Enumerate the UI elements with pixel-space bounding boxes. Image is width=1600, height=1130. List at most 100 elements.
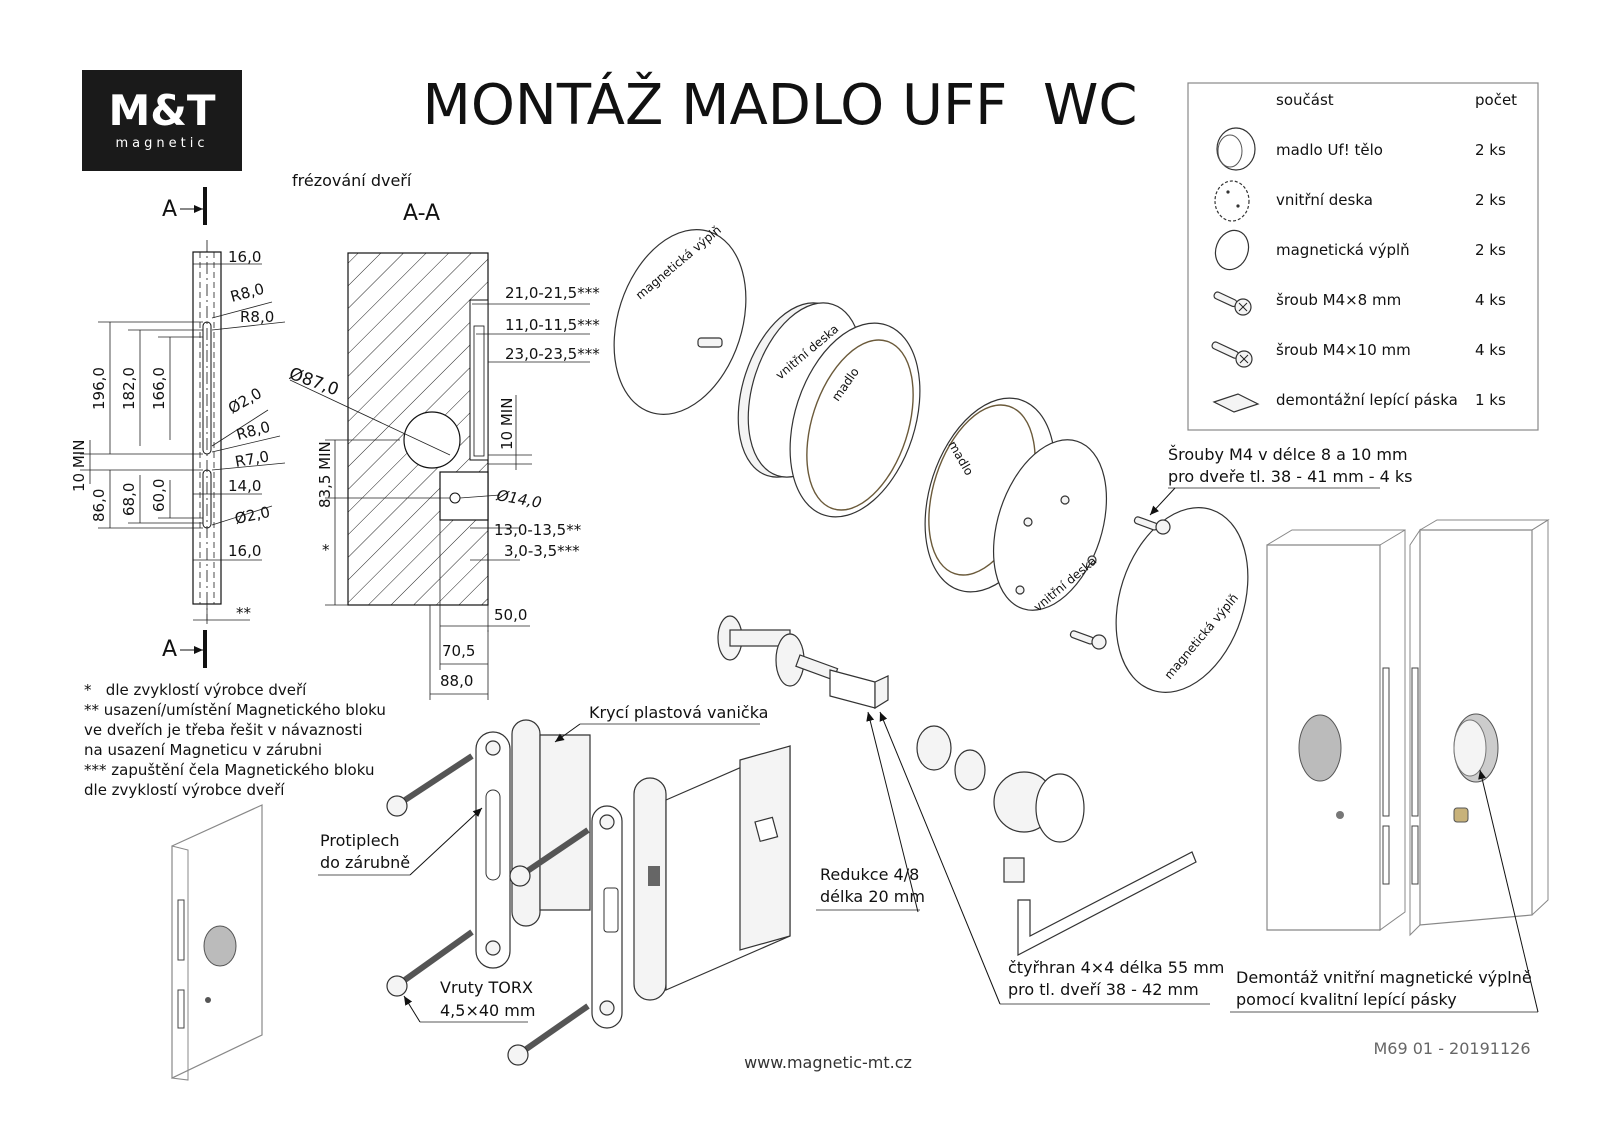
dim-88: 88,0 bbox=[440, 672, 473, 690]
dim-83-5-min: 83,5 MIN bbox=[316, 441, 334, 508]
parts-row-name: vnitřní deska bbox=[1276, 191, 1373, 209]
escutcheon-rose bbox=[916, 725, 1085, 843]
dim-phi2-b: Ø2,0 bbox=[233, 503, 272, 528]
callout-strike: Protiplech do zárubně bbox=[318, 807, 483, 876]
hex-key bbox=[1003, 851, 1197, 956]
parts-row-count: 4 ks bbox=[1475, 341, 1506, 359]
parts-row-name: šroub M4×10 mm bbox=[1276, 341, 1411, 359]
parts-row-name: demontážní lepící páska bbox=[1276, 391, 1458, 409]
tape-icon bbox=[1212, 393, 1260, 413]
callout-screws-line1: Šrouby M4 v délce 8 a 10 mm bbox=[1168, 445, 1408, 464]
dim-11: 11,0-11,5*** bbox=[505, 316, 600, 334]
door-illustration-small bbox=[171, 804, 263, 1081]
dim-r8-c: R8,0 bbox=[234, 418, 272, 444]
callout-reducer-line1: Redukce 4/8 bbox=[820, 865, 919, 884]
parts-row-count: 2 ks bbox=[1475, 141, 1506, 159]
torx-screw bbox=[507, 1003, 590, 1066]
dim-86: 86,0 bbox=[90, 489, 108, 522]
callout-cover-text: Krycí plastová vanička bbox=[589, 703, 768, 722]
magnetic-filler-icon bbox=[1214, 229, 1250, 271]
section-a-a: frézování dveří A-A Ø87,0 21,0-21,5*** 1… bbox=[286, 171, 600, 700]
note-4: na usazení Magneticu v zárubni bbox=[84, 741, 322, 759]
dim-60: 60,0 bbox=[150, 479, 168, 512]
callout-cover: Krycí plastová vanička bbox=[554, 703, 768, 743]
torx-screw bbox=[509, 827, 590, 887]
parts-row-name: magnetická výplň bbox=[1276, 241, 1410, 259]
dim-phi87: Ø87,0 bbox=[286, 364, 341, 400]
footer-code: M69 01 - 20191126 bbox=[1374, 1039, 1531, 1058]
screw-icon bbox=[1069, 630, 1107, 650]
callout-strike-line2: do zárubně bbox=[320, 853, 410, 872]
logo-brand: M&T bbox=[108, 86, 215, 135]
note-2: ** usazení/umístění Magnetického bloku bbox=[84, 701, 386, 719]
dim-single-star: * bbox=[322, 541, 330, 559]
dim-182: 182,0 bbox=[120, 367, 138, 410]
logo: M&T magnetic bbox=[82, 70, 242, 171]
footer-url: www.magnetic-mt.cz bbox=[744, 1053, 912, 1072]
callout-square-line2: pro tl. dveří 38 - 42 mm bbox=[1008, 980, 1199, 999]
dim-196: 196,0 bbox=[90, 367, 108, 410]
section-name: A-A bbox=[403, 201, 440, 226]
handle-body-icon bbox=[1216, 127, 1256, 171]
note-6: dle zvyklostí výrobce dveří bbox=[84, 781, 285, 799]
screw-icon bbox=[1211, 341, 1253, 368]
dim-21: 21,0-21,5*** bbox=[505, 284, 600, 302]
section-mark-bottom: A bbox=[162, 637, 177, 662]
torx-screw bbox=[386, 929, 474, 997]
dim-16-top: 16,0 bbox=[228, 248, 261, 266]
dim-phi14: Ø14,0 bbox=[494, 486, 543, 512]
dim-68: 68,0 bbox=[120, 483, 138, 516]
screw-icon bbox=[1213, 291, 1252, 316]
dim-r7: R7,0 bbox=[234, 447, 271, 471]
parts-row-name: šroub M4×8 mm bbox=[1276, 291, 1401, 309]
callout-strike-line1: Protiplech bbox=[320, 831, 399, 850]
dim-3: 3,0-3,5*** bbox=[504, 542, 580, 560]
callout-reducer: Redukce 4/8 délka 20 mm bbox=[816, 865, 925, 911]
parts-table: součást počet madlo Uf! tělo 2 ks vnitřn… bbox=[1187, 82, 1539, 431]
logo-sub: magnetic bbox=[116, 136, 209, 151]
callout-reducer-line2: délka 20 mm bbox=[820, 887, 925, 906]
section-mark-top: A bbox=[162, 197, 177, 222]
lock-body bbox=[591, 745, 791, 1029]
parts-header-part: součást bbox=[1276, 91, 1334, 109]
callout-screws: Šrouby M4 v délce 8 a 10 mm pro dveře tl… bbox=[1149, 445, 1413, 516]
parts-row-name: madlo Uf! tělo bbox=[1276, 141, 1383, 159]
note-5: *** zapuštění čela Magnetického bloku bbox=[84, 761, 374, 779]
parts-row-count: 4 ks bbox=[1475, 291, 1506, 309]
door-illustration-right bbox=[1409, 519, 1550, 937]
callout-removal-line1: Demontáž vnitřní magnetické výplně bbox=[1236, 968, 1532, 987]
dim-13: 13,0-13,5** bbox=[494, 521, 582, 539]
screw-icon bbox=[1133, 516, 1171, 535]
exploded-handle-view: magnetická výplň vnitřní deska madlo mad… bbox=[613, 223, 1249, 693]
dim-70-5: 70,5 bbox=[442, 642, 475, 660]
footnotes: * dle zvyklostí výrobce dveří ** usazení… bbox=[84, 681, 386, 799]
strike-plate bbox=[475, 719, 591, 969]
note-1: * dle zvyklostí výrobce dveří bbox=[84, 681, 307, 699]
page-title: MONTÁŽ MADLO UFF WC bbox=[423, 73, 1138, 138]
door-edge-drawing: A A 196,0 182,0 166,0 10 MIN 86,0 bbox=[70, 187, 286, 668]
dim-phi2-a: Ø2,0 bbox=[225, 384, 265, 417]
callout-torx-line1: Vruty TORX bbox=[440, 978, 533, 997]
torx-screw bbox=[386, 753, 474, 817]
lock-mechanism bbox=[386, 615, 1197, 1066]
dim-10-min-section: 10 MIN bbox=[498, 398, 516, 450]
callout-torx-line2: 4,5×40 mm bbox=[440, 1001, 535, 1020]
callout-screws-line2: pro dveře tl. 38 - 41 mm - 4 ks bbox=[1168, 467, 1413, 486]
callout-torx: Vruty TORX 4,5×40 mm bbox=[403, 978, 535, 1023]
parts-row-count: 2 ks bbox=[1475, 191, 1506, 209]
dim-r8-b: R8,0 bbox=[240, 308, 274, 326]
callout-square-line1: čtyřhran 4×4 délka 55 mm bbox=[1008, 958, 1224, 977]
dim-16-bottom: 16,0 bbox=[228, 542, 261, 560]
callout-square-spindle: čtyřhran 4×4 délka 55 mm pro tl. dveří 3… bbox=[866, 711, 1224, 1005]
thumb-turn-spindle bbox=[717, 615, 889, 710]
dim-50: 50,0 bbox=[494, 606, 527, 624]
door-illustration-left bbox=[1266, 529, 1406, 931]
callout-removal-line2: pomocí kvalitní lepící pásky bbox=[1236, 990, 1457, 1009]
section-caption: frézování dveří bbox=[292, 171, 412, 190]
dim-166: 166,0 bbox=[150, 367, 168, 410]
dim-r8-a: R8,0 bbox=[228, 280, 266, 306]
dim-23: 23,0-23,5*** bbox=[505, 345, 600, 363]
dim-double-star: ** bbox=[236, 604, 252, 622]
parts-row-count: 1 ks bbox=[1475, 391, 1506, 409]
